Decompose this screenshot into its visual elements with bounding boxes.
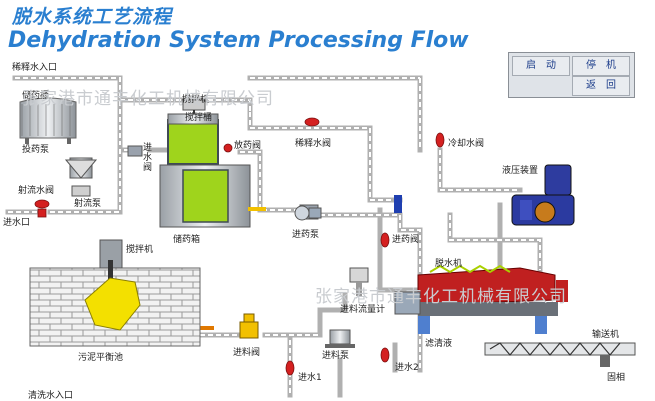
- label-dosing-pump: 投药泵: [22, 145, 50, 155]
- label-clear-liquid: 滤清液: [425, 339, 453, 349]
- label-conveyor: 输送机: [592, 330, 620, 340]
- label-dewater-machine: 脱水机: [435, 259, 463, 269]
- hydraulic-unit: [511, 164, 575, 226]
- dosing-pump: [294, 205, 322, 221]
- dewatering-machine: [394, 264, 568, 334]
- sludge-tank: [29, 239, 201, 347]
- label-inlet-water: 进水口: [3, 218, 31, 228]
- label-dilution-valve: 稀释水阀: [295, 139, 332, 149]
- label-flow-meter: 进料流量计: [340, 305, 386, 315]
- stop-button[interactable]: 停 机: [572, 56, 630, 76]
- label-hydraulic: 液压装置: [502, 166, 539, 176]
- label-dilution-inlet: 稀释水入口: [12, 63, 58, 73]
- label-mixing-tank: 搅拌桶: [185, 113, 213, 123]
- label-dosing-pump2: 进药泵: [292, 230, 320, 240]
- valves: [34, 117, 445, 376]
- label-jet-pump: 射流泵: [74, 199, 102, 209]
- pipes: [5, 75, 543, 398]
- page-title-en: Dehydration System Processing Flow: [8, 28, 469, 53]
- label-drain-valve: 放药阀: [234, 141, 262, 151]
- label-dosing-valve: 进药阀: [392, 235, 420, 245]
- label-cooling-valve: 冷却水阀: [448, 139, 485, 149]
- storage-bucket: [19, 97, 77, 144]
- label-mixer-pit: 搅拌机: [126, 245, 154, 255]
- watermark-top: 张家港市通丰化工机械有限公司: [22, 89, 274, 109]
- feed-pump: [325, 329, 355, 348]
- flow-meter: [349, 267, 369, 296]
- label-solid: 固相: [607, 373, 626, 383]
- label-inlet2: 进水2: [395, 363, 419, 373]
- label-inlet-valve: 进水阀: [143, 143, 153, 173]
- label-storage-tank: 储药箱: [173, 235, 201, 245]
- feed-valve: [239, 313, 259, 339]
- watermark-bottom: 张家港市通丰化工机械有限公司: [315, 287, 567, 307]
- label-feed-pump: 进料泵: [322, 351, 350, 361]
- mixing-tank: [159, 99, 266, 228]
- label-sludge-tank: 污泥平衡池: [78, 353, 124, 363]
- back-button[interactable]: 返 回: [572, 76, 630, 96]
- start-button[interactable]: 启 动: [512, 56, 570, 76]
- flow-indicator: [394, 195, 402, 213]
- label-storage-bucket: 储药桶: [22, 91, 50, 101]
- orange-indicator: [200, 326, 214, 330]
- label-jet-valve: 射流水阀: [18, 186, 55, 196]
- label-mixer-top: 搅拌机: [182, 95, 210, 105]
- label-feed-valve: 进料阀: [233, 348, 261, 358]
- label-wash-inlet: 清洗水入口: [28, 391, 74, 401]
- label-inlet1: 进水1: [298, 373, 322, 383]
- page-title-cn: 脱水系统工艺流程: [12, 6, 173, 28]
- conveyor: [484, 342, 636, 367]
- jet-pump: [64, 157, 98, 197]
- control-panel: 启 动 停 机 返 回: [508, 52, 635, 98]
